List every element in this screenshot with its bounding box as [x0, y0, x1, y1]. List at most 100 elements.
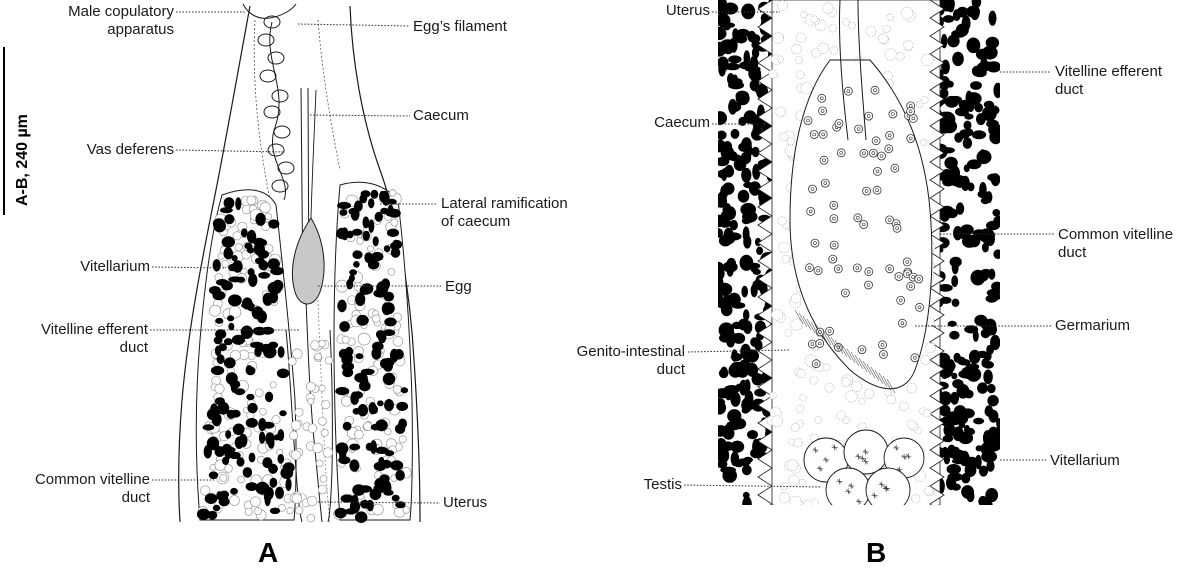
- vitelline-granule: [988, 10, 997, 26]
- vitelline-granule: [338, 456, 351, 465]
- oocyte: [885, 264, 895, 274]
- vitelline-granule: [382, 372, 396, 386]
- oocyte-nucleus: [837, 121, 841, 126]
- vitelline-granule: [718, 399, 726, 406]
- caecum-cell: [290, 420, 302, 431]
- hatch-line: [810, 321, 820, 337]
- oocyte: [898, 318, 907, 328]
- hatch-line: [830, 336, 840, 352]
- vitelline-granule: [269, 477, 278, 488]
- vitelline-granules-a: [196, 189, 409, 523]
- vitelline-cell: [771, 415, 783, 428]
- vitelline-granule: [724, 47, 733, 55]
- vitelline-cell: [809, 375, 819, 385]
- vitelline-granule: [973, 417, 985, 425]
- uterus-tube: [305, 299, 323, 523]
- vitelline-cell: [341, 335, 350, 344]
- vitelline-granule: [951, 275, 959, 288]
- vitelline-cell: [250, 496, 261, 508]
- vitelline-granule: [966, 37, 981, 54]
- vitelline-granule: [747, 430, 758, 440]
- vitelline-granule: [980, 441, 996, 456]
- vitelline-granule: [750, 283, 758, 298]
- vitelline-cell: [920, 139, 928, 147]
- sperm-cluster: [862, 448, 869, 455]
- vitelline-granule: [276, 368, 290, 379]
- vitelline-granule: [720, 303, 733, 317]
- vitelline-granule: [742, 491, 750, 499]
- vitelline-granule: [742, 226, 750, 242]
- vitelline-granule: [212, 259, 221, 272]
- oocyte: [806, 206, 816, 216]
- oocyte-nucleus: [908, 136, 913, 141]
- vitelline-granule: [988, 123, 996, 135]
- vitelline-granule: [988, 409, 999, 423]
- oocyte: [828, 254, 838, 264]
- vitelline-granule: [960, 450, 970, 466]
- vitelline-granule: [756, 246, 764, 255]
- vitelline-cell: [795, 32, 807, 43]
- vitelline-granule: [385, 209, 400, 217]
- vitelline-cell: [776, 55, 784, 63]
- vitelline-cell: [768, 391, 777, 400]
- oocyte-nucleus: [881, 352, 886, 357]
- vitelline-cell: [865, 25, 877, 37]
- vitelline-granule: [731, 321, 743, 330]
- vitelline-granule: [718, 56, 729, 70]
- oocyte: [896, 295, 906, 305]
- vitelline-granule: [939, 391, 952, 406]
- vitelline-granule: [370, 251, 384, 262]
- vitelline-granule: [718, 282, 733, 296]
- vitelline-granule: [985, 191, 993, 204]
- vitelline-granule: [212, 218, 225, 230]
- vitelline-granule: [953, 352, 961, 363]
- oocyte-nucleus: [886, 147, 891, 151]
- vitelline-granule: [360, 190, 371, 198]
- oocyte: [868, 148, 878, 158]
- vas-deferens-line: [269, 21, 286, 201]
- vitelline-granule: [212, 290, 226, 301]
- hatch-line: [862, 360, 872, 376]
- vitelline-cell: [776, 0, 788, 11]
- vitelline-granule: [973, 68, 987, 78]
- vitelline-granule: [718, 261, 725, 276]
- oocyte: [870, 85, 880, 95]
- vitelline-cell: [796, 368, 806, 378]
- oocyte: [819, 155, 829, 165]
- vitelline-granule: [229, 380, 241, 389]
- vitelline-cell: [877, 33, 889, 44]
- vitelline-granule: [743, 50, 751, 65]
- vitelline-granule: [279, 410, 287, 417]
- oocyte-nucleus: [831, 203, 836, 208]
- vitelline-granule: [971, 0, 982, 8]
- vitelline-granule: [729, 219, 738, 231]
- vitelline-cell: [214, 383, 225, 394]
- vitelline-granule: [228, 322, 235, 331]
- vitelline-granule: [752, 163, 761, 180]
- vitelline-cell: [790, 422, 800, 432]
- oocyte: [813, 266, 823, 276]
- vitelline-cell: [221, 259, 230, 268]
- oocyte-nucleus: [887, 218, 892, 222]
- vitelline-granule: [947, 34, 960, 48]
- vitelline-granule: [384, 450, 395, 457]
- vitelline-granule: [386, 228, 400, 237]
- vitelline-granule: [738, 142, 750, 152]
- vitelline-cell: [234, 243, 243, 252]
- vitelline-granule: [737, 189, 750, 203]
- oocyte: [864, 280, 873, 290]
- vitelline-granule: [752, 268, 761, 275]
- vitelline-granule: [961, 15, 971, 32]
- vitelline-granule: [740, 151, 752, 165]
- vitelline-cell: [278, 504, 286, 512]
- vitelline-granule: [221, 236, 235, 248]
- vitelline-cell: [884, 48, 897, 61]
- vitelline-granule: [948, 95, 963, 104]
- vitelline-cell: [863, 388, 875, 399]
- oocyte-nucleus: [861, 222, 866, 227]
- genito-intestinal-hatch: [794, 309, 896, 394]
- vitelline-granule: [718, 368, 729, 379]
- oocyte-nucleus: [843, 291, 848, 295]
- oocyte: [811, 359, 821, 369]
- vitelline-granule: [390, 247, 401, 258]
